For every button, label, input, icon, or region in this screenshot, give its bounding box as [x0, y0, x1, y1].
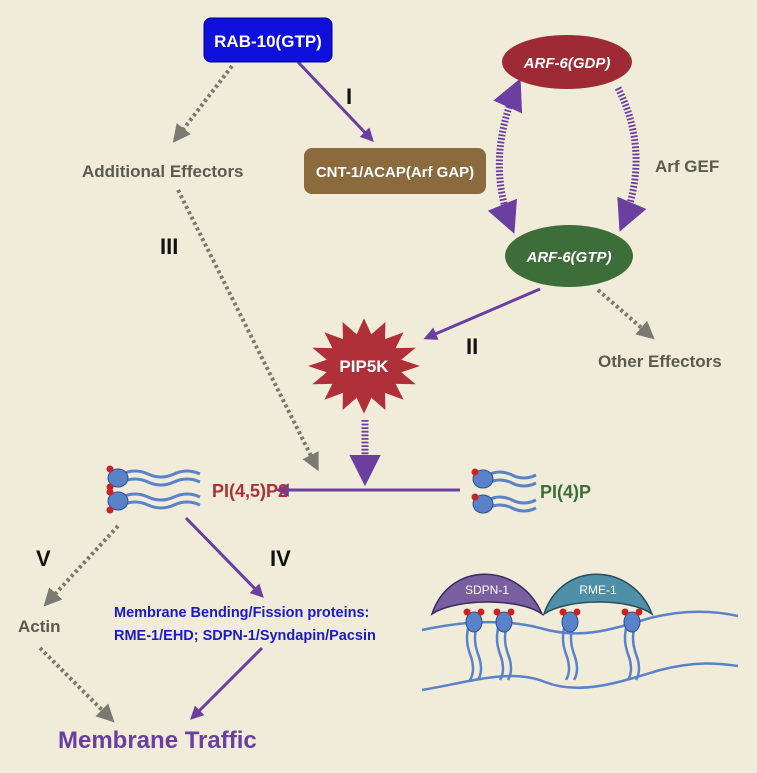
- arrow-membrane-bending-to-traffic: [190, 646, 264, 720]
- arrow-actin-to-membrane-traffic: [38, 646, 115, 723]
- other-effectors-label: Other Effectors: [598, 352, 722, 371]
- arrow-rab10-to-additional-effectors: [172, 64, 234, 143]
- embedded-lipid: [559, 608, 581, 681]
- arrow-rab10-to-cnt1: [296, 60, 374, 142]
- rme1-crescent: [542, 573, 654, 617]
- pathway-label-IV: IV: [270, 546, 291, 571]
- arf6-gdp-label: ARF-6(GDP): [523, 55, 611, 72]
- pathway-label-V: V: [36, 546, 51, 571]
- pi4p-lipid-icon: [471, 468, 537, 514]
- lipid-molecule: [471, 493, 537, 514]
- embedded-lipid: [621, 608, 643, 681]
- pathway-label-III: III: [160, 234, 178, 259]
- membrane-bending-line2: RME-1/EHD; SDPN-1/Syndapin/Pacsin: [114, 628, 376, 644]
- rab10-label: RAB-10(GTP): [214, 32, 322, 51]
- membrane-illustration: SDPN-1 RME-1: [421, 573, 739, 692]
- embedded-lipid: [493, 608, 515, 681]
- lipid-molecule: [471, 468, 537, 489]
- membrane-bending-line1: Membrane Bending/Fission proteins:: [114, 605, 369, 621]
- arrow-pi45p2-to-actin: [43, 524, 120, 607]
- cnt1-label: CNT-1/ACAP(Arf GAP): [316, 164, 474, 181]
- pathway-label-II: II: [466, 334, 478, 359]
- arf6-gtp-node: ARF-6(GTP): [505, 225, 633, 287]
- sdpn1-label: SDPN-1: [465, 583, 509, 597]
- arf-gef-label: Arf GEF: [655, 157, 719, 176]
- sdpn1-crescent: [430, 573, 544, 617]
- embedded-lipid: [463, 608, 485, 681]
- arrow-arf6-to-pip5k: [423, 287, 541, 340]
- membrane-traffic-label: Membrane Traffic: [58, 727, 257, 754]
- additional-effectors-label: Additional Effectors: [82, 162, 244, 181]
- lipid-molecule: [106, 465, 201, 491]
- rme1-label: RME-1: [579, 583, 617, 597]
- lipid-molecule: [106, 488, 201, 514]
- rab10-node: RAB-10(GTP): [203, 17, 333, 63]
- arf6-gtp-label: ARF-6(GTP): [526, 249, 612, 266]
- arrow-arf6-gdp-to-gtp: [614, 86, 647, 232]
- arrow-arf6-to-other-effectors: [596, 288, 655, 340]
- membrane-bottom-line: [421, 662, 739, 692]
- arrow-pi45p2-to-membrane-bending: [184, 516, 264, 598]
- pi4p-label: PI(4)P: [540, 482, 591, 502]
- arf6-gdp-node: ARF-6(GDP): [502, 35, 632, 89]
- pip5k-node: PIP5K: [308, 318, 420, 414]
- pi45p2-lipid-icon: [106, 465, 201, 514]
- arrow-additional-effectors-to-conversion: [176, 189, 319, 472]
- pathway-label-I: I: [346, 84, 352, 109]
- pi45p2-label: PI(4,5)P2: [212, 481, 288, 501]
- cnt1-node: CNT-1/ACAP(Arf GAP): [304, 148, 486, 194]
- pip5k-label: PIP5K: [339, 357, 389, 376]
- actin-label: Actin: [18, 617, 61, 636]
- arrow-arf6-gtp-to-gdp: [487, 78, 523, 234]
